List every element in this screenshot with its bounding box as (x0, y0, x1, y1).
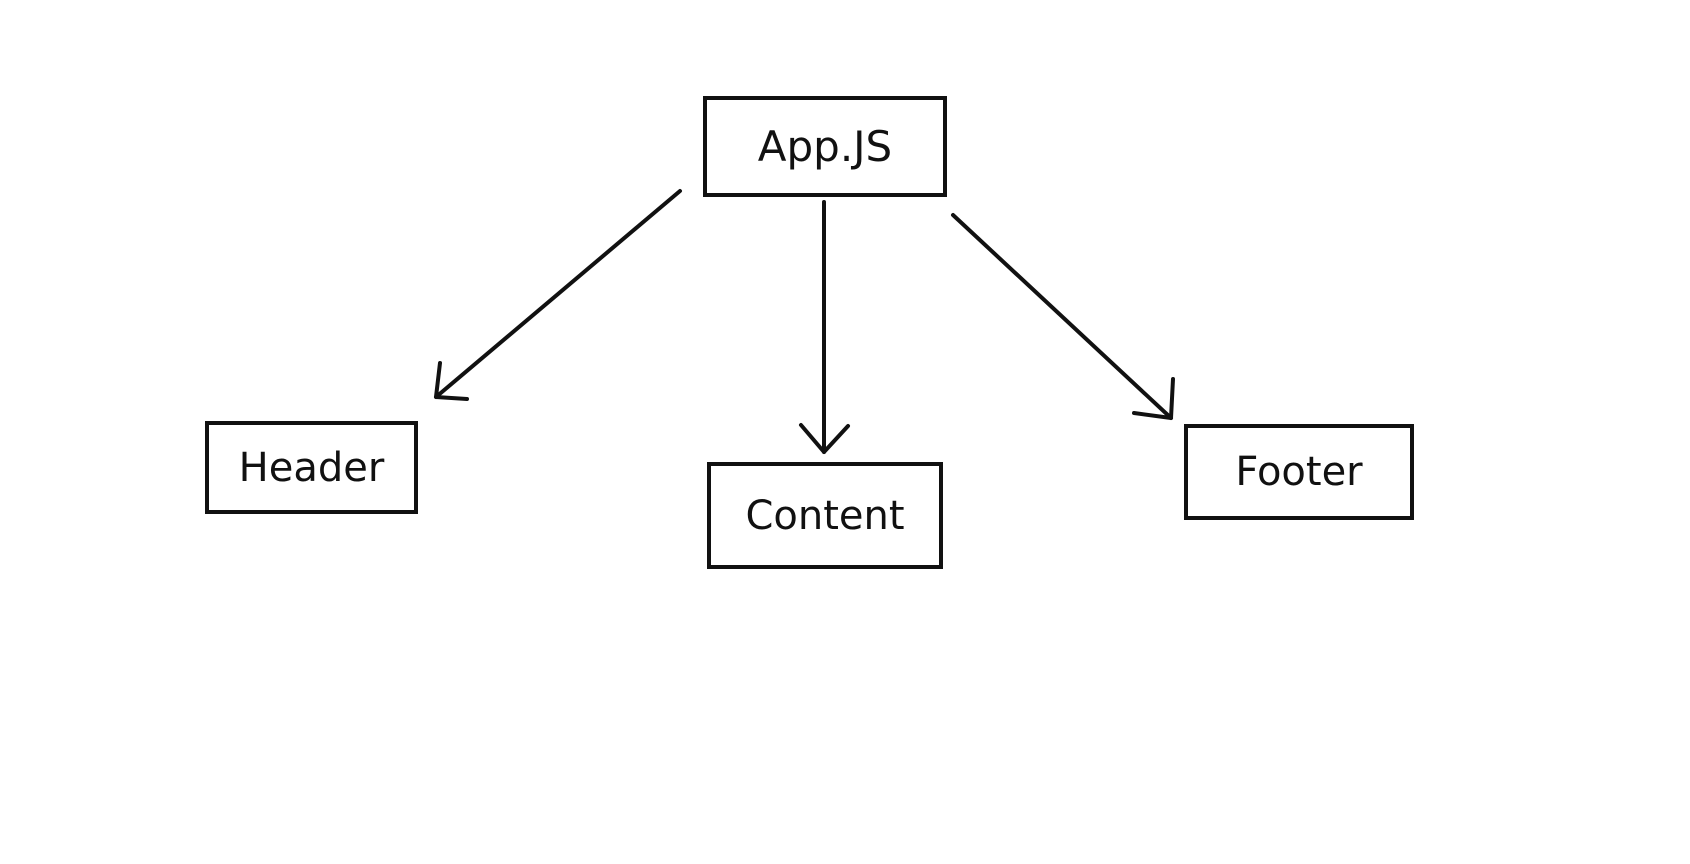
node-header-label: Header (238, 444, 385, 491)
node-content-label: Content (745, 492, 905, 539)
arrowhead-content (799, 423, 850, 454)
arrowhead-header (434, 361, 469, 401)
node-app-js-label: App.JS (757, 122, 893, 171)
arrow-app-to-footer (951, 213, 1173, 420)
node-content: Content (707, 462, 943, 569)
node-footer-label: Footer (1235, 449, 1363, 495)
arrowhead-footer (1132, 377, 1175, 420)
node-header: Header (205, 421, 418, 514)
node-app-js: App.JS (703, 96, 947, 197)
node-footer: Footer (1184, 424, 1414, 520)
arrow-app-to-header (434, 189, 682, 399)
